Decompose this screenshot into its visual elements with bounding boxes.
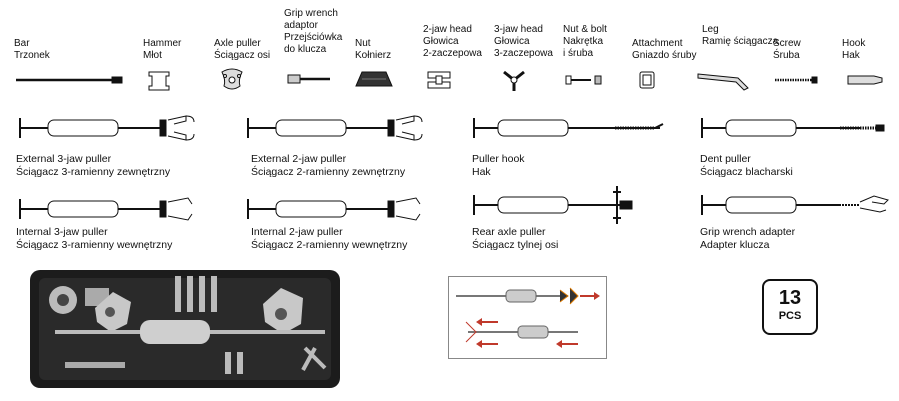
3jaw-head-icon <box>503 70 525 91</box>
nut-icon <box>355 71 393 87</box>
nut-bolt-icon <box>565 75 602 85</box>
hammer-icon <box>148 71 170 91</box>
screw-icon <box>775 76 818 84</box>
bar-icon <box>16 76 123 84</box>
pieces-unit: PCS <box>778 310 802 322</box>
ext3-drawing <box>19 115 195 141</box>
case-photo <box>30 270 340 388</box>
axle-puller-icon <box>221 68 243 90</box>
2jaw-head-icon <box>427 71 451 89</box>
grip-wrench-drawing <box>701 195 889 215</box>
int3-drawing <box>19 197 193 221</box>
puller-hook-drawing <box>473 118 664 138</box>
ext2-drawing <box>247 115 423 141</box>
leg-icon <box>697 73 749 91</box>
rear-axle-drawing <box>473 186 633 224</box>
attachment-icon <box>639 71 655 89</box>
grip-adaptor-icon <box>287 74 330 84</box>
usage-inset <box>448 276 607 359</box>
dent-puller-drawing <box>701 118 885 138</box>
pieces-count: 13 <box>778 287 802 309</box>
hammer-piece <box>140 320 210 344</box>
pieces-badge: 13 PCS <box>762 279 818 335</box>
int2-drawing <box>247 197 421 221</box>
parts-icons <box>16 68 883 91</box>
configurations-drawings <box>19 115 889 224</box>
hook-icon <box>847 75 883 85</box>
